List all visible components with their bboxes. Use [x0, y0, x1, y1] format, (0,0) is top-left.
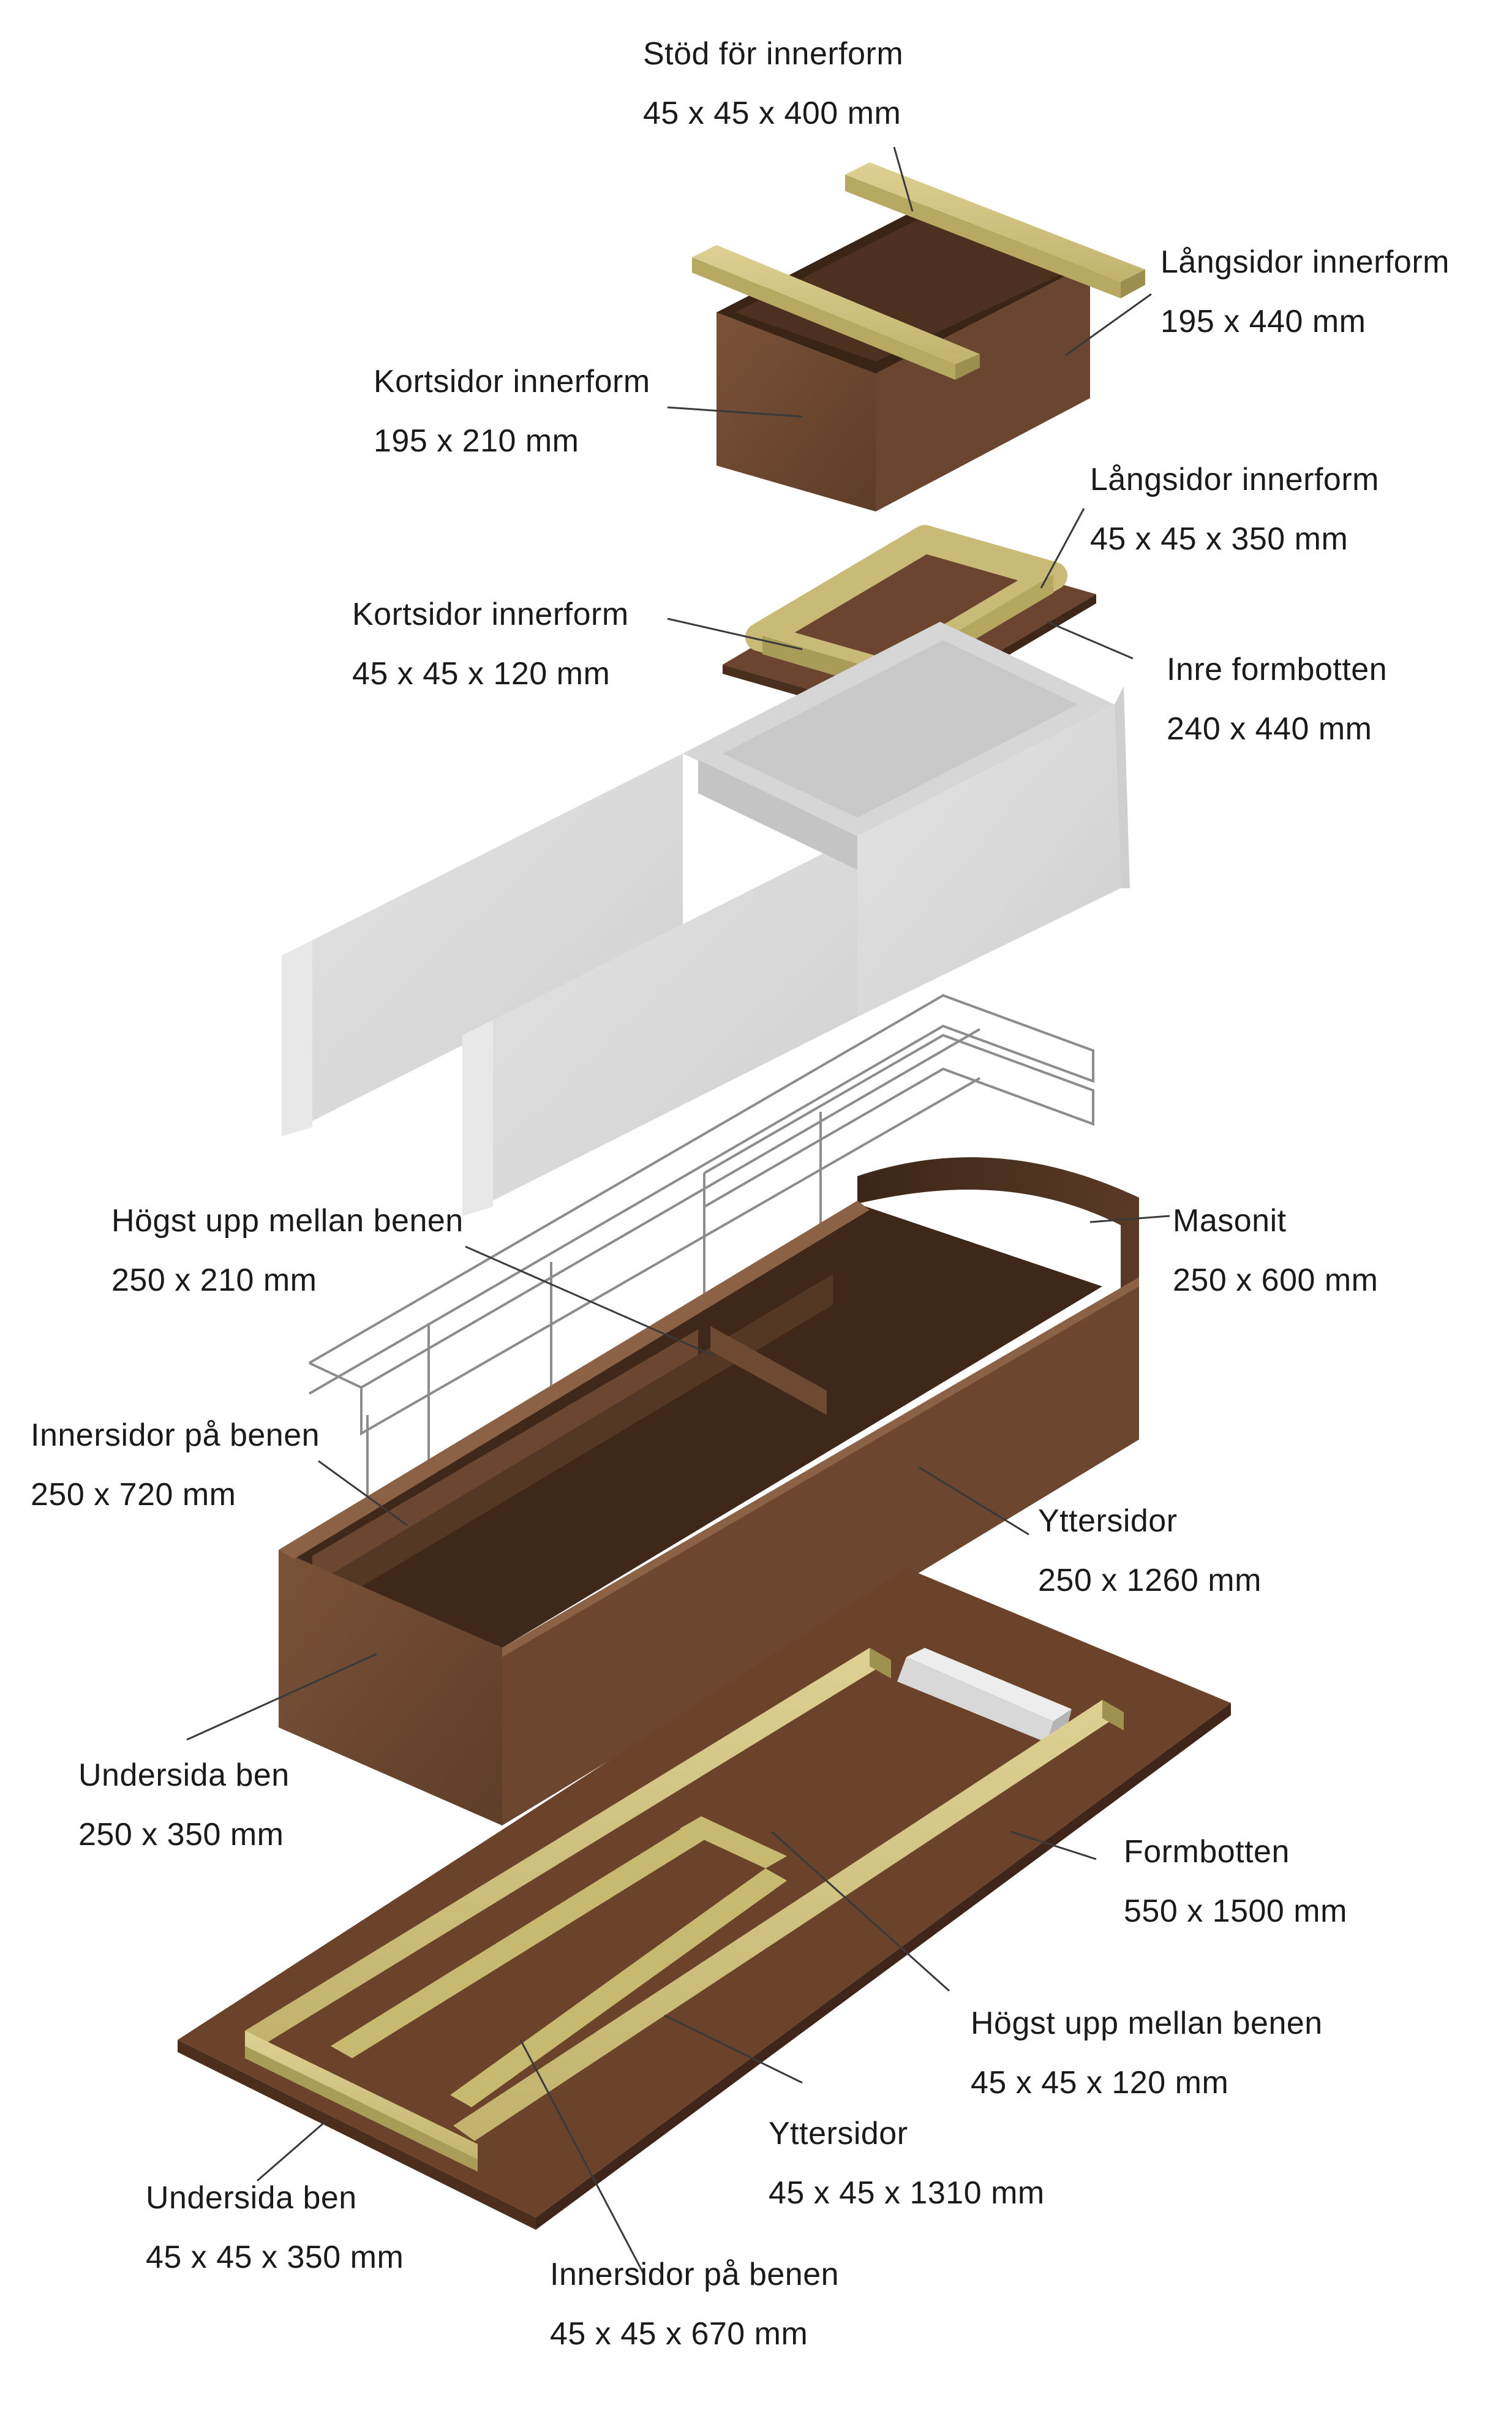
label-innersidor-250: Innersidor på benen 250 x 720 mm [31, 1418, 320, 1512]
label-undersida-45: Undersida ben 45 x 45 x 350 mm [146, 2180, 404, 2275]
plywood-formwork [279, 1157, 1139, 1825]
inner-form-short-side [717, 312, 876, 512]
masonite-curve [857, 1157, 1139, 1433]
label-formbotten: Formbotten 550 x 1500 mm [1124, 1834, 1347, 1929]
inner-form-box [692, 162, 1145, 512]
label-stod-innerform: Stöd för innerform 45 x 45 x 400 mm [643, 36, 904, 131]
label-yttersidor-250: Yttersidor 250 x 1260 mm [1038, 1503, 1262, 1598]
support-batten-left [692, 257, 955, 380]
inner-form-bottom-board [723, 545, 1096, 714]
label-hogst-upp-45: Högst upp mellan benen 45 x 45 x 120 mm [971, 2006, 1323, 2101]
batten-outer-right [453, 1700, 1124, 2141]
inner-form-long-side [876, 263, 1090, 512]
label-inre-formbotten: Inre formbotten 240 x 440 mm [1167, 652, 1388, 747]
batten-outer-left [245, 1648, 891, 2043]
label-innersidor-45: Innersidor på benen 45 x 45 x 670 mm [550, 2257, 840, 2352]
label-langsidor-innerform-195: Långsidor innerform 195 x 440 mm [1160, 244, 1450, 339]
label-yttersidor-45: Yttersidor 45 x 45 x 1310 mm [769, 2116, 1045, 2211]
label-hogst-upp-250: Högst upp mellan benen 250 x 210 mm [111, 1203, 464, 1298]
support-batten-right [845, 175, 1121, 298]
formwork-outer-side [502, 1277, 1139, 1825]
concrete-bench [282, 622, 1130, 1216]
label-masonit: Masonit 250 x 600 mm [1173, 1203, 1378, 1298]
leader-lines [186, 146, 1170, 2273]
label-langsidor-innerform-45: Långsidor innerform 45 x 45 x 350 mm [1090, 462, 1379, 557]
label-undersida-250: Undersida ben 250 x 350 mm [78, 1757, 290, 1852]
bottom-form-board [178, 1568, 1231, 2230]
formwork-leg-end [279, 1550, 502, 1825]
label-kortsidor-innerform-45: Kortsidor innerform 45 x 45 x 120 mm [352, 597, 629, 692]
label-kortsidor-innerform-195: Kortsidor innerform 195 x 210 mm [374, 364, 650, 459]
